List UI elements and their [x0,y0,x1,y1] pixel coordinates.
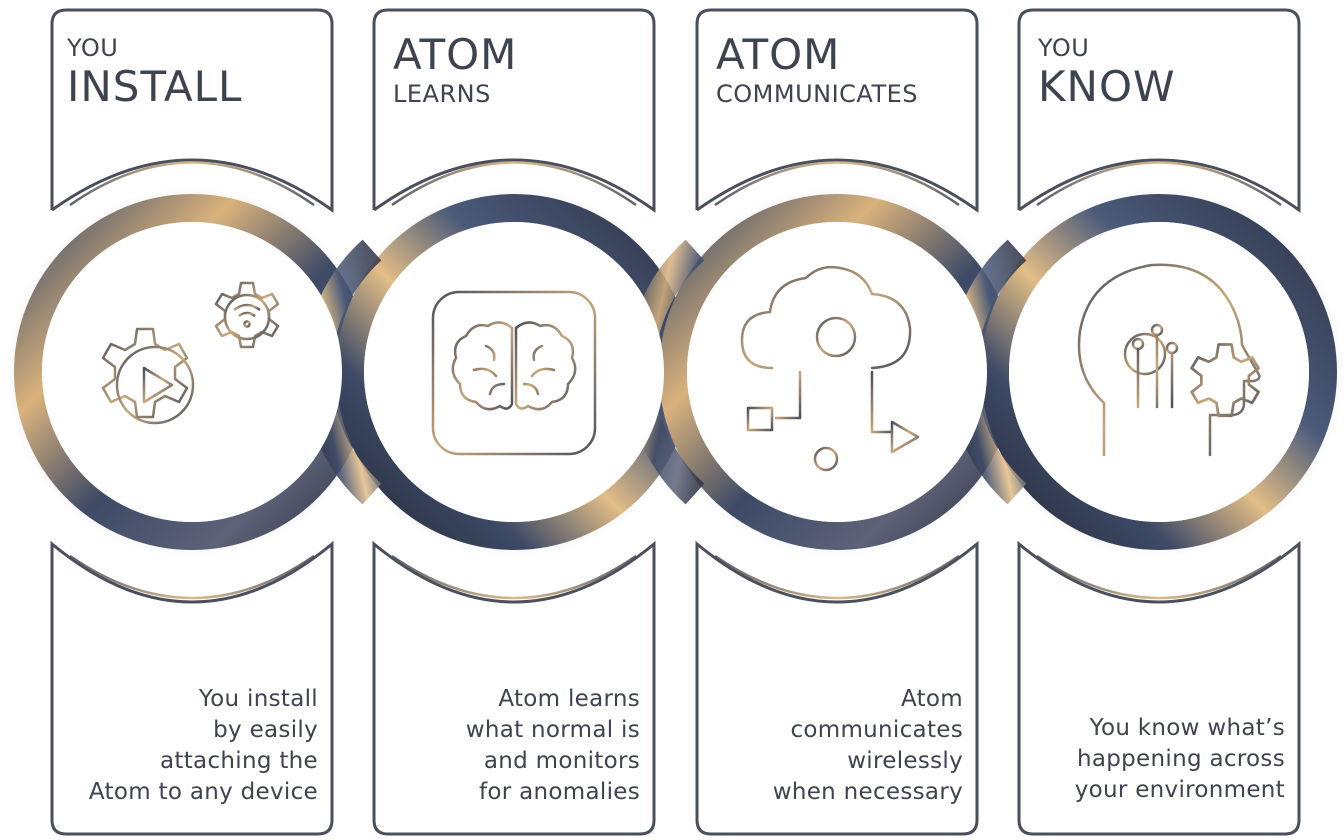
top-panel-1 [50,8,334,213]
head-gear-icon [1077,263,1261,457]
bottom-panel-4 [1017,540,1301,836]
top-panel-4 [1017,8,1301,213]
bottom-panel-2 [372,540,656,836]
bottom-panel-1 [50,540,334,836]
step-3-kicker: COMMUNICATES [716,80,919,108]
rings [6,186,1344,558]
bottom-panel-3 [695,540,979,836]
accent-arcs [69,161,1282,600]
step-4-kicker: YOU [1038,34,1090,62]
step-2-headline: ATOM [393,30,518,79]
step-2-kicker: LEARNS [393,80,491,108]
step-1-headline: INSTALL [67,62,243,111]
cloud-network-icon [740,265,920,472]
panels [50,8,1301,836]
top-panel-3 [695,8,979,213]
step-4-description: You know what’s happening across your en… [1074,715,1285,803]
step-2-description: Atom learns what normal is and monitors … [465,686,640,805]
step-1-description: You install by easily attaching the Atom… [88,686,318,805]
step-4-headline: KNOW [1038,62,1176,111]
top-panel-2 [372,8,656,213]
step-3-description: Atom communicates wirelessly when necess… [772,686,963,805]
step-1-kicker: YOU [67,34,119,62]
step-3-headline: ATOM [716,30,841,79]
gears-play-wifi-icon [101,281,280,425]
brain-chip-icon [408,268,620,478]
